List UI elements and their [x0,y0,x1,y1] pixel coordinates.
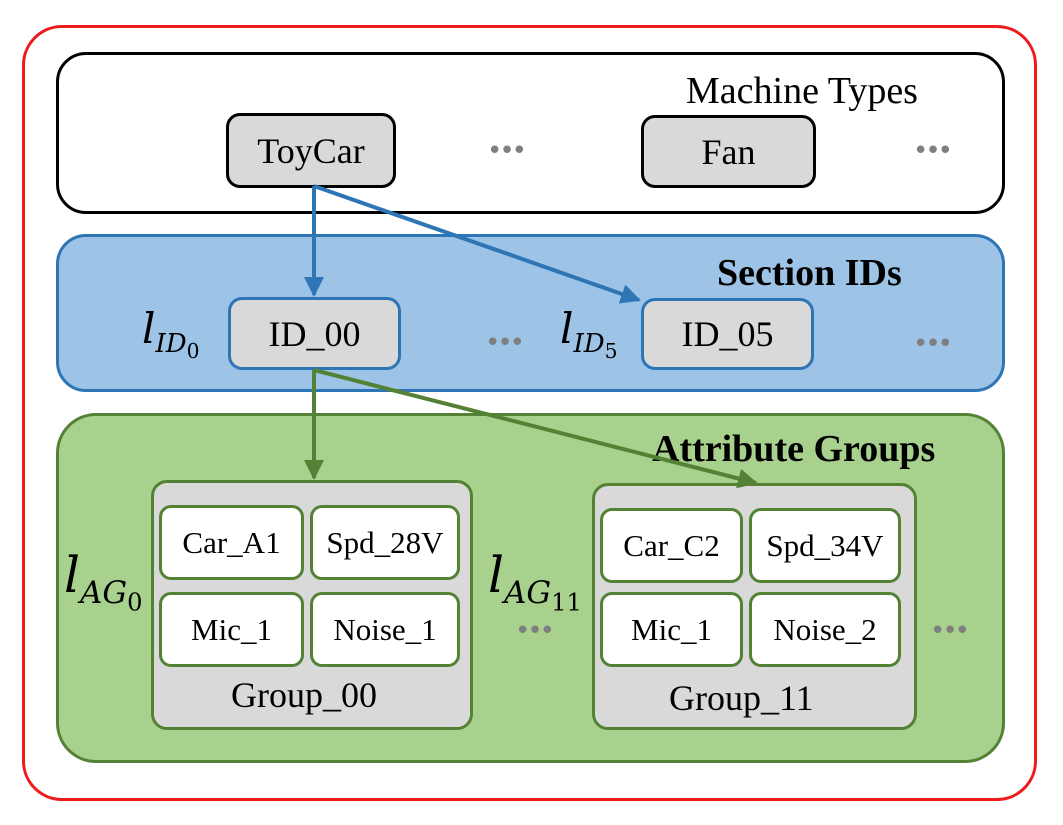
attribute-car-c2: Car_C2 [600,508,743,583]
attribute-spd-28v: Spd_28V [310,505,460,580]
machine-type-toycar: ToyCar [226,113,396,188]
section-ids-ellipsis-1: ••• [485,328,525,358]
section-ids-ellipsis-2: ••• [913,329,953,359]
arrow-id00-to-group11 [313,368,758,489]
attribute-groups-ellipsis-2: ••• [930,616,970,646]
machine-types-panel [56,52,1005,214]
attribute-noise-1: Noise_1 [310,592,460,667]
section-ids-title: Section IDs [717,252,902,294]
section-id-label-5: lID5 [560,304,618,364]
attribute-groups-ellipsis-1: ••• [515,616,555,646]
outer-frame [22,25,1037,801]
group-11-name: Group_11 [669,678,814,718]
machine-types-ellipsis-1: ••• [487,136,527,166]
section-id-05: ID_05 [641,298,814,370]
machine-types-ellipsis-2: ••• [913,136,953,166]
attribute-car-a1: Car_A1 [159,505,304,580]
attribute-mic-1-g00: Mic_1 [159,592,304,667]
attribute-groups-title: Attribute Groups [652,428,936,470]
group-00-name: Group_00 [231,675,377,715]
attribute-noise-2: Noise_2 [749,592,901,667]
attribute-mic-1-g11: Mic_1 [600,592,743,667]
machine-types-title: Machine Types [686,70,918,112]
group-label-11: lAG11 [488,546,582,617]
attribute-spd-34v: Spd_34V [749,508,901,583]
section-id-label-0: lID0 [142,304,200,364]
arrow-toycar-to-id05 [313,184,641,304]
machine-type-fan: Fan [641,115,816,188]
group-label-0: lAG0 [64,546,143,617]
